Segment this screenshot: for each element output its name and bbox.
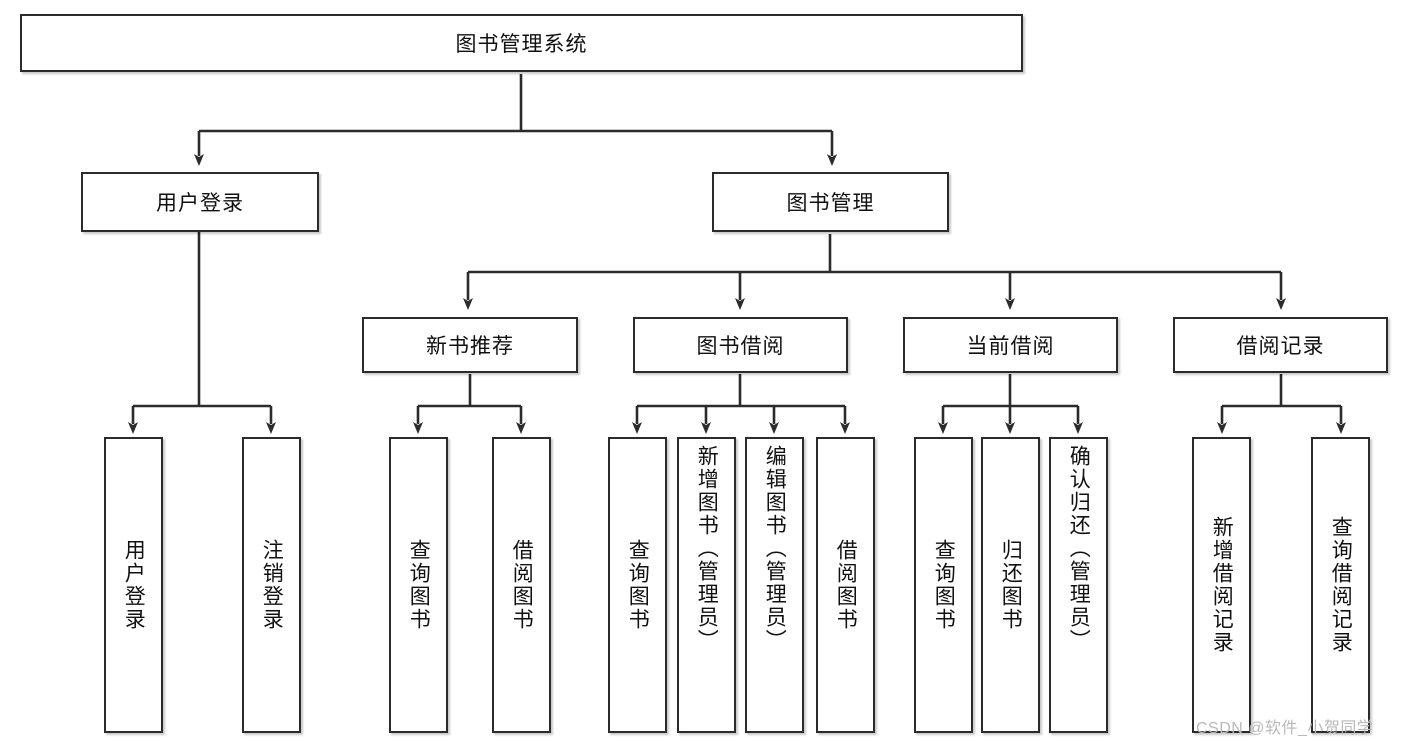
- node-book-management[interactable]: 图书管理: [712, 172, 949, 232]
- node-label: 图书管理: [786, 192, 875, 215]
- leaf-label: 新增图书（管理员）: [695, 445, 719, 652]
- leaf-label: 确认归还（管理员）: [1067, 445, 1091, 652]
- node-new-book-recommend[interactable]: 新书推荐: [362, 317, 578, 373]
- leaf-current-borrow-return-book[interactable]: 归还图书: [981, 437, 1040, 733]
- leaf-borrow-record-query-record[interactable]: 查询借阅记录: [1311, 437, 1370, 733]
- node-book-borrow[interactable]: 图书借阅: [633, 317, 848, 373]
- leaf-label: 用户登录: [122, 539, 146, 631]
- leaf-label: 查询图书: [932, 539, 956, 631]
- node-label: 当前借阅: [966, 335, 1055, 358]
- leaf-new-book-borrow-book[interactable]: 借阅图书: [492, 437, 551, 733]
- node-label: 图书管理系统: [455, 33, 588, 56]
- leaf-label: 注销登录: [260, 539, 284, 631]
- leaf-label: 新增借阅记录: [1210, 516, 1234, 654]
- leaf-label: 查询借阅记录: [1329, 516, 1353, 654]
- node-label: 用户登录: [156, 192, 244, 215]
- leaf-book-borrow-edit-book-admin[interactable]: 编辑图书（管理员）: [745, 437, 804, 733]
- node-borrow-record[interactable]: 借阅记录: [1173, 317, 1388, 373]
- leaf-label: 借阅图书: [510, 539, 534, 631]
- leaf-new-book-query-book[interactable]: 查询图书: [389, 437, 448, 733]
- node-root-book-management-system[interactable]: 图书管理系统: [20, 14, 1023, 72]
- node-user-login[interactable]: 用户登录: [81, 172, 319, 232]
- node-label: 借阅记录: [1236, 335, 1325, 358]
- leaf-user-login-logout[interactable]: 注销登录: [242, 437, 301, 733]
- leaf-user-login-login[interactable]: 用户登录: [104, 437, 163, 733]
- leaf-book-borrow-borrow-book[interactable]: 借阅图书: [816, 437, 875, 733]
- leaf-label: 借阅图书: [834, 539, 858, 631]
- leaf-label: 查询图书: [407, 539, 431, 631]
- node-current-borrow[interactable]: 当前借阅: [903, 317, 1118, 373]
- leaf-current-borrow-query-book[interactable]: 查询图书: [914, 437, 973, 733]
- node-label: 图书借阅: [696, 335, 785, 358]
- leaf-label: 编辑图书（管理员）: [763, 445, 787, 652]
- leaf-label: 查询图书: [626, 539, 650, 631]
- leaf-book-borrow-query-book[interactable]: 查询图书: [608, 437, 667, 733]
- leaf-label: 归还图书: [999, 539, 1023, 631]
- node-label: 新书推荐: [426, 335, 514, 358]
- leaf-book-borrow-add-book-admin[interactable]: 新增图书（管理员）: [677, 437, 736, 733]
- leaf-borrow-record-add-record[interactable]: 新增借阅记录: [1192, 437, 1251, 733]
- leaf-current-borrow-confirm-return-admin[interactable]: 确认归还（管理员）: [1049, 437, 1108, 733]
